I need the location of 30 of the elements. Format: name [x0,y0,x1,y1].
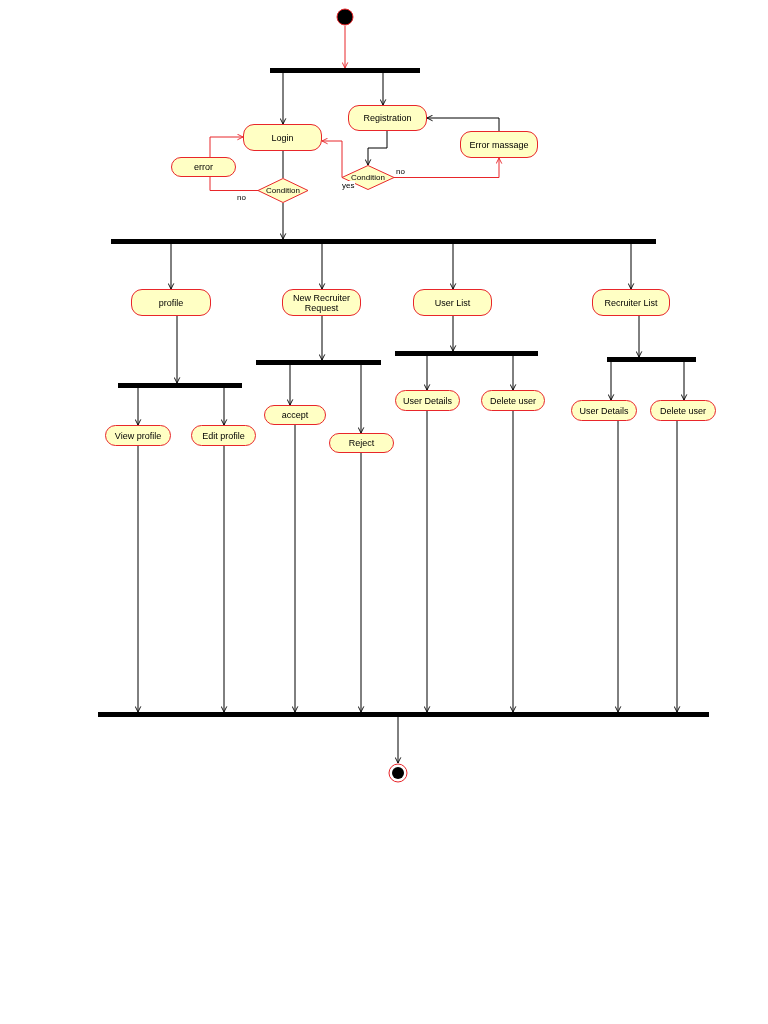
sync-bar [111,239,656,244]
arrow [393,157,503,178]
sync-bar [256,360,381,365]
sync-bar [270,68,420,73]
activity-box: accept [264,405,326,425]
sync-bar [118,383,242,388]
final-node [388,763,408,783]
activity-box: profile [131,289,211,316]
sync-bar [607,357,696,362]
activity-box: View profile [105,425,171,446]
activity-box: Recruiter List [592,289,670,316]
activity-box: Delete user [650,400,716,421]
sync-bar [98,712,709,717]
initial-node [336,8,354,26]
sync-bar [395,351,538,356]
activity-box: User List [413,289,492,316]
activity-box: Error massage [460,131,538,158]
activity-box: error [171,157,236,177]
edge-label: no [236,193,247,202]
activity-box: Delete user [481,390,545,411]
activity-box: Reject [329,433,394,453]
decision-diamond: Condition [258,178,308,203]
activity-box: User Details [395,390,460,411]
edge-label: no [395,167,406,176]
activity-box: Edit profile [191,425,256,446]
activity-box: New Recruiter Request [282,289,361,316]
activity-box: Registration [348,105,427,131]
edge-label: yes [341,181,356,190]
activity-box: Login [243,124,322,151]
activity-box: User Details [571,400,637,421]
